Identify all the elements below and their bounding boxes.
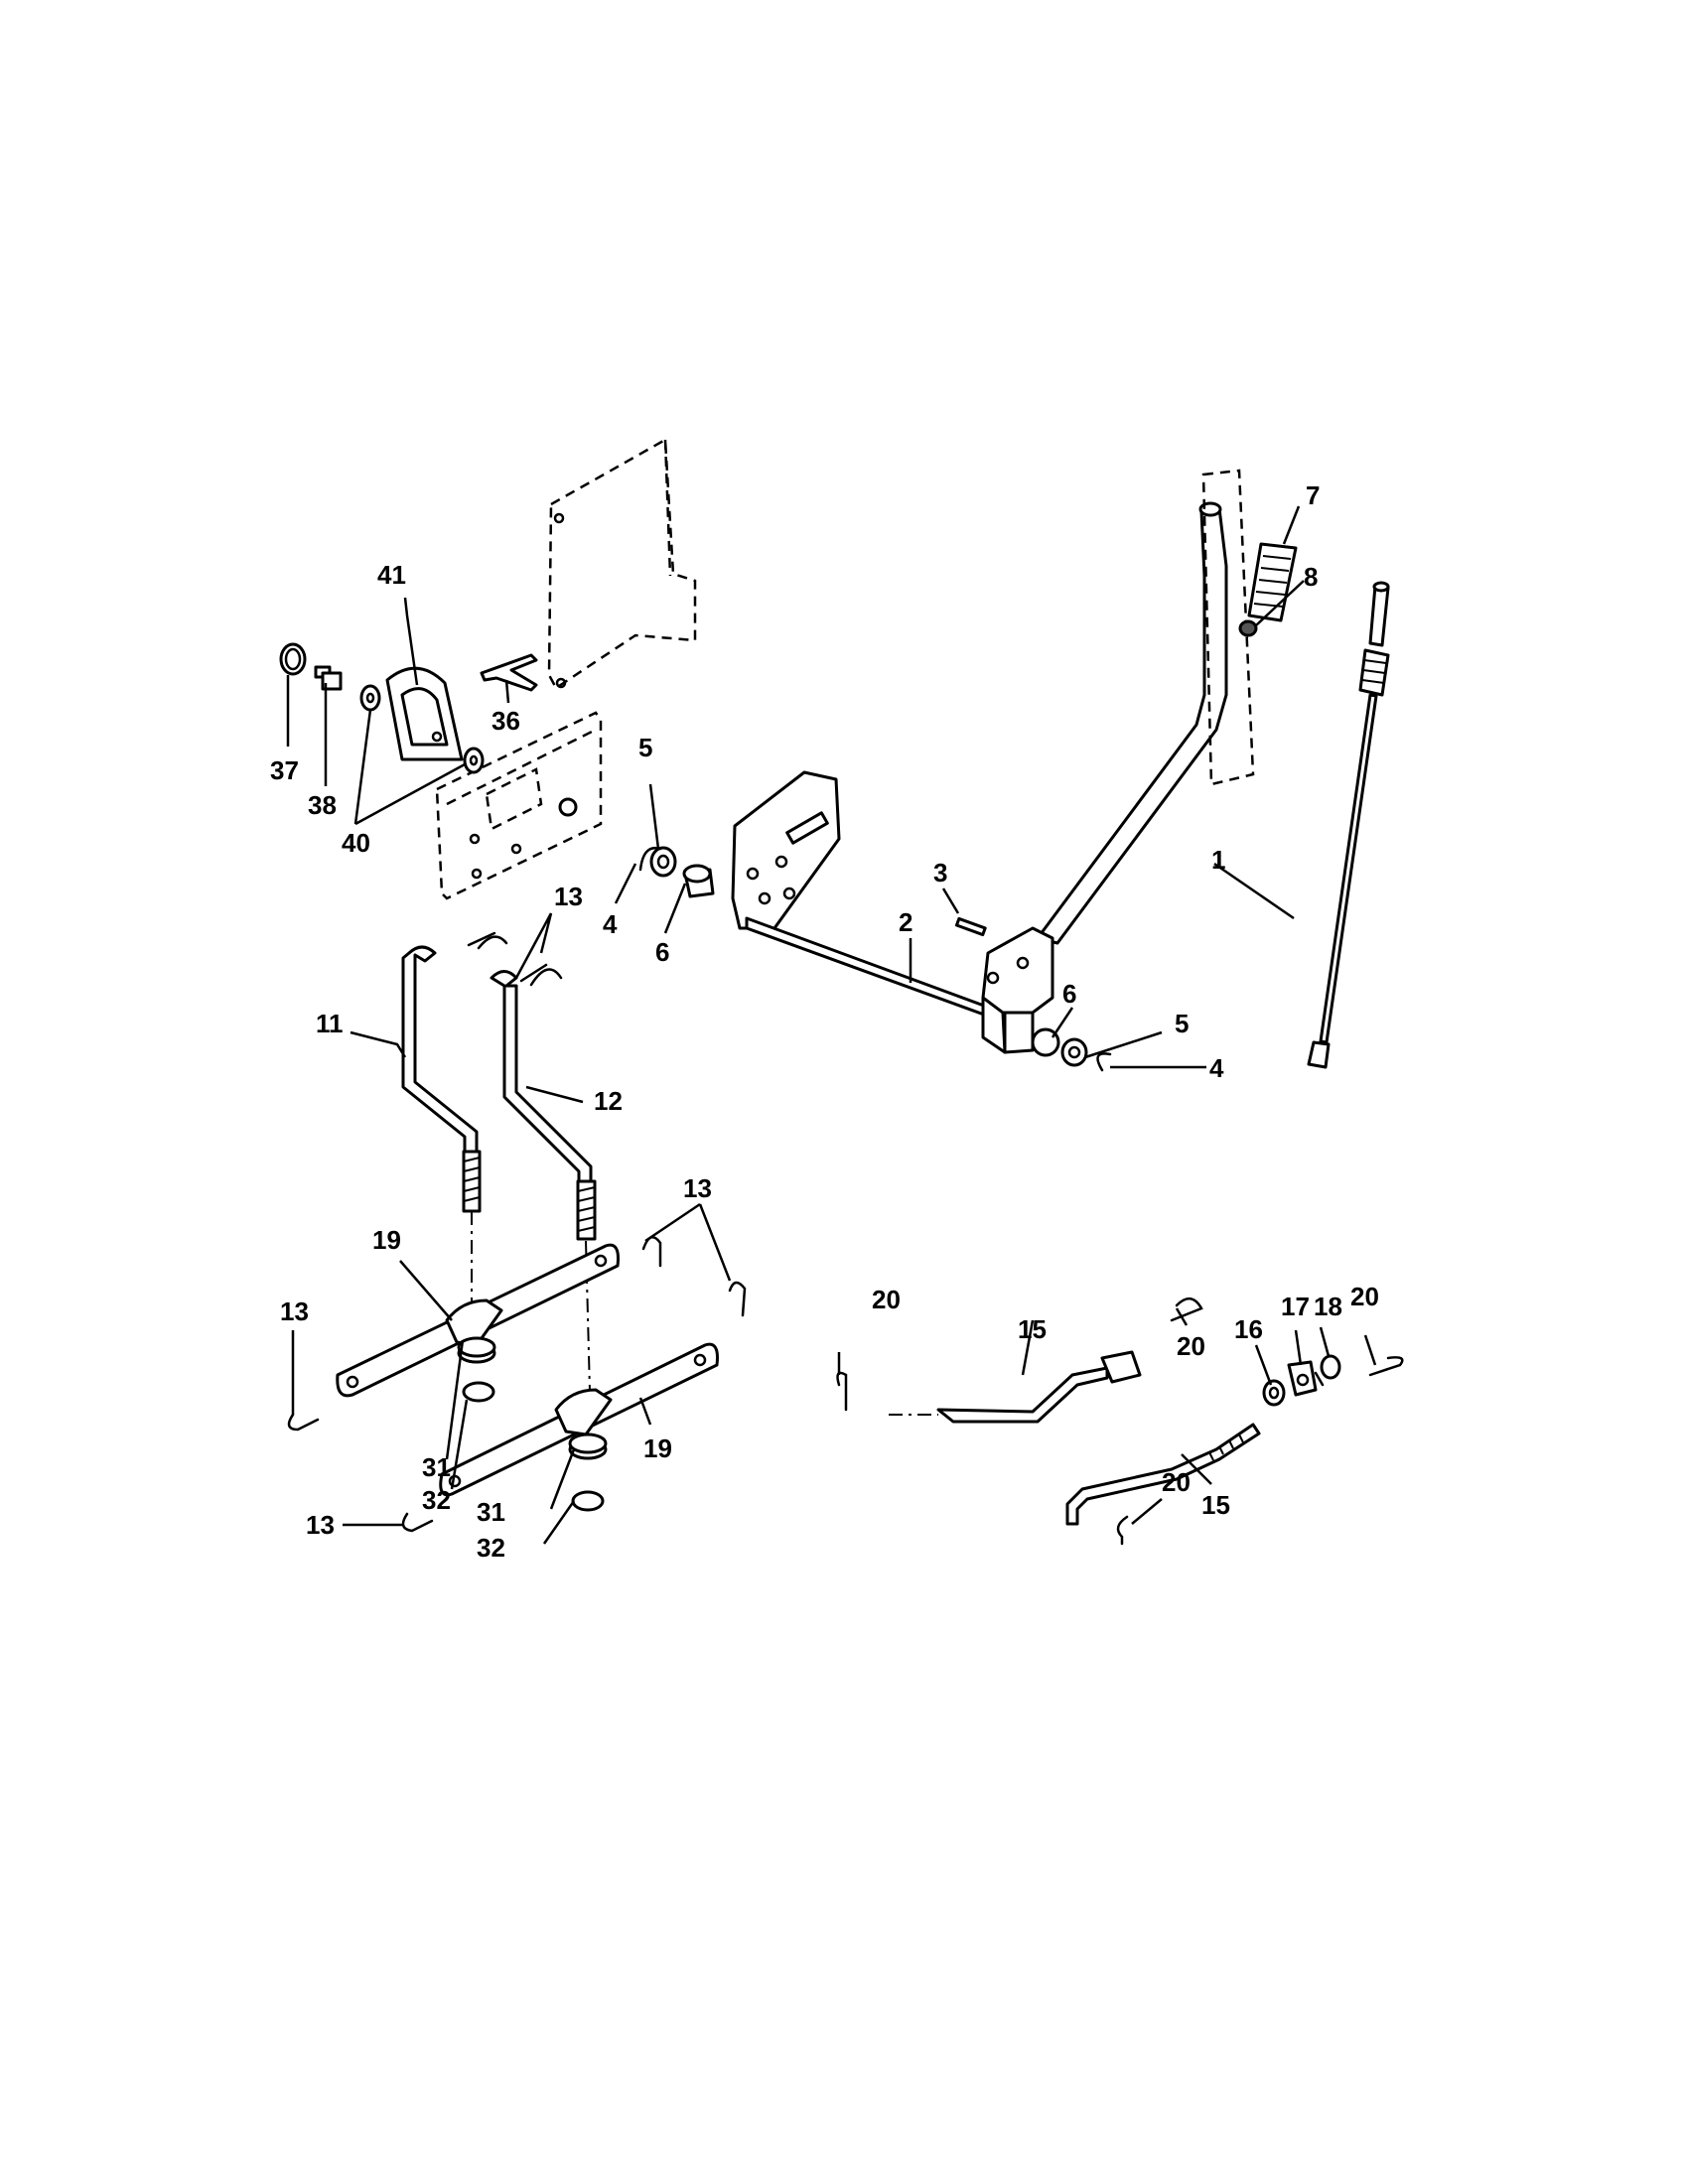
callout-5-left: 5 bbox=[638, 733, 652, 762]
callout-13-left: 13 bbox=[280, 1297, 309, 1326]
callout-41: 41 bbox=[377, 560, 406, 590]
callout-40: 40 bbox=[342, 828, 370, 858]
callout-7: 7 bbox=[1306, 480, 1320, 510]
callout-38: 38 bbox=[308, 790, 337, 820]
part-1-rod bbox=[1307, 581, 1390, 1069]
callout-19-lower: 19 bbox=[643, 1433, 672, 1463]
part-13-pins-top bbox=[467, 931, 563, 987]
callout-36: 36 bbox=[491, 706, 520, 736]
callout-15-upper: 15 bbox=[1018, 1314, 1047, 1344]
callout-13-bottom: 13 bbox=[306, 1510, 335, 1540]
callout-3: 3 bbox=[933, 858, 947, 887]
part-19-arm-lower bbox=[439, 1342, 719, 1497]
callout-18: 18 bbox=[1314, 1292, 1342, 1321]
part-17-block bbox=[1287, 1360, 1318, 1397]
part-5-washer-left bbox=[649, 846, 677, 878]
handle-grip-ghost bbox=[1201, 469, 1255, 786]
callout-11: 11 bbox=[316, 1009, 344, 1038]
part-2-shaft bbox=[745, 916, 1008, 1024]
callout-31-upper: 31 bbox=[422, 1452, 451, 1482]
callout-2: 2 bbox=[899, 907, 912, 937]
part-6-bushing-left bbox=[682, 864, 715, 898]
part-7-grip bbox=[1247, 542, 1298, 622]
callout-31-lower: 31 bbox=[477, 1497, 505, 1527]
callout-15-lower: 15 bbox=[1201, 1490, 1230, 1520]
callout-12: 12 bbox=[594, 1086, 623, 1116]
lift-handle bbox=[981, 501, 1228, 1054]
part-31-32-upper bbox=[457, 1336, 496, 1403]
callout-13-top: 13 bbox=[554, 882, 583, 911]
callout-5-right: 5 bbox=[1175, 1009, 1189, 1038]
part-11-rod bbox=[401, 945, 482, 1213]
callout-13-mid: 13 bbox=[683, 1173, 712, 1203]
callout-37: 37 bbox=[270, 755, 299, 785]
part-4-clip-right bbox=[1096, 1052, 1112, 1072]
part-12-rod bbox=[490, 970, 597, 1241]
callout-19-upper: 19 bbox=[372, 1225, 401, 1255]
mounting-plate bbox=[435, 711, 603, 900]
callout-32-lower: 32 bbox=[477, 1533, 505, 1563]
callout-1: 1 bbox=[1211, 845, 1225, 875]
part-19-arm-upper bbox=[336, 1243, 620, 1398]
part-16-washer bbox=[1262, 1379, 1286, 1407]
part-3-pin bbox=[954, 916, 987, 937]
callout-6-right: 6 bbox=[1062, 979, 1076, 1009]
part-37-ring bbox=[279, 642, 307, 676]
part-15-rod-lower bbox=[1065, 1423, 1261, 1526]
part-18-nut bbox=[1314, 1354, 1341, 1387]
callout-20-left: 20 bbox=[872, 1285, 901, 1314]
callout-4-right: 4 bbox=[1209, 1053, 1224, 1083]
frame-plate bbox=[547, 437, 697, 690]
callout-32-upper: 32 bbox=[422, 1485, 451, 1515]
callout-4-left: 4 bbox=[603, 909, 618, 939]
part-40-washers bbox=[359, 684, 485, 774]
part-15-rod-upper bbox=[889, 1350, 1142, 1424]
part-41-quadrant bbox=[385, 666, 464, 761]
callout-20-bottom: 20 bbox=[1162, 1467, 1191, 1497]
callout-6-left: 6 bbox=[655, 937, 669, 967]
part-38-bolt bbox=[314, 665, 343, 691]
callout-17: 17 bbox=[1281, 1292, 1310, 1321]
side-plate bbox=[731, 770, 841, 930]
callout-16: 16 bbox=[1234, 1314, 1263, 1344]
callout-20-mid: 20 bbox=[1177, 1331, 1205, 1361]
part-36-bracket bbox=[480, 653, 538, 692]
part-8-cap bbox=[1238, 619, 1258, 637]
part-5-washer-right bbox=[1060, 1037, 1088, 1067]
part-13-pins-lower bbox=[287, 1236, 747, 1533]
callout-8: 8 bbox=[1304, 562, 1318, 592]
part-31-32-lower bbox=[568, 1433, 608, 1512]
part-20-pins bbox=[836, 1297, 1404, 1546]
callout-20-right: 20 bbox=[1350, 1282, 1379, 1311]
leader-lines bbox=[286, 505, 1377, 1545]
